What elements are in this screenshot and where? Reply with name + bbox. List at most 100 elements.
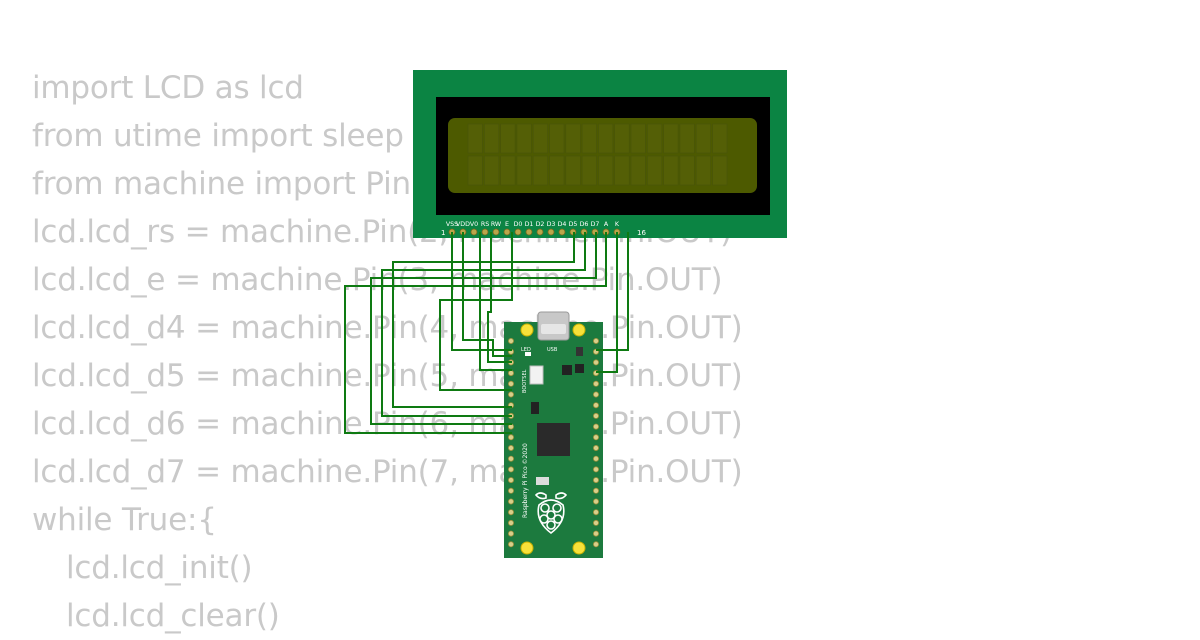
pico-pin <box>593 412 600 419</box>
lcd-char-cell <box>598 155 614 186</box>
pico-pin <box>593 337 600 344</box>
lcd-pin-label: E <box>505 221 509 228</box>
lcd-char-cell <box>549 155 565 186</box>
lcd-char-cell <box>630 123 646 154</box>
lcd-char-cell <box>500 123 516 154</box>
wire-d6[interactable] <box>370 232 597 425</box>
led <box>525 352 531 356</box>
wire-e[interactable] <box>439 232 513 391</box>
pico-pin <box>593 444 600 451</box>
wire-d7[interactable] <box>344 232 607 434</box>
code-line: while True:{ <box>32 502 217 538</box>
pico-pin <box>507 455 514 462</box>
lcd-char-cell <box>663 155 679 186</box>
pico-pin <box>507 337 514 344</box>
bootsel-button[interactable] <box>529 365 544 385</box>
lcd-pin-label: D2 <box>536 221 545 228</box>
lcd-pin-label: K <box>615 221 620 228</box>
usb-port <box>541 324 566 334</box>
pico-pin <box>507 509 514 516</box>
lcd-pin-label: V0 <box>470 221 478 228</box>
chip-small <box>576 347 583 356</box>
pico-pin <box>507 380 514 387</box>
lcd-pin-label: VSS <box>446 221 458 228</box>
lcd-char-cell <box>581 155 597 186</box>
flash-chip <box>531 402 539 414</box>
lcd-char-cell <box>467 123 483 154</box>
lcd-char-cell <box>679 123 695 154</box>
pico-pin <box>593 380 600 387</box>
lcd-pin <box>558 228 566 236</box>
pico-pin <box>593 541 600 548</box>
code-line: lcd.lcd_d4 = machine.Pin(4, machine.Pin.… <box>32 310 743 346</box>
lcd-char-cell <box>712 123 728 154</box>
pico-pin-headers <box>507 337 600 548</box>
lcd-char-cell <box>598 123 614 154</box>
pico-pin <box>507 519 514 526</box>
lcd-char-cell <box>532 155 549 186</box>
lcd-char-cell <box>516 123 532 154</box>
lcd-pin <box>547 228 555 236</box>
lcd-pin-label: D6 <box>580 221 589 228</box>
code-listing: import LCD as lcd from utime import slee… <box>32 64 743 640</box>
lcd-char-cell <box>516 155 532 186</box>
mounting-hole <box>520 323 534 337</box>
wire-vss[interactable] <box>451 232 512 351</box>
pico-pin <box>507 434 514 441</box>
lcd-pin <box>492 228 500 236</box>
lcd-char-cell <box>500 155 516 186</box>
pico-pin <box>507 391 514 398</box>
lcd-pin-label: RW <box>491 221 502 228</box>
pico-pin <box>593 359 600 366</box>
led-label: LED <box>521 347 531 353</box>
chip-small <box>562 365 572 375</box>
lcd-char-cell <box>679 155 695 186</box>
wire-k[interactable] <box>596 232 629 351</box>
lcd-pin <box>536 228 544 236</box>
lcd-char-cell <box>565 155 581 186</box>
lcd-char-cell <box>695 155 712 186</box>
lcd-char-cell <box>614 155 630 186</box>
code-line: from machine import Pin <box>32 166 411 202</box>
pico-pin <box>593 509 600 516</box>
pico-board[interactable]: USB LED BOOTSEL Raspberry Pi Pico ©2020 <box>504 311 603 558</box>
wire-d4[interactable] <box>392 232 575 408</box>
lcd-char-cell <box>663 123 679 154</box>
crystal <box>536 477 549 485</box>
code-line: import LCD as lcd <box>32 70 304 106</box>
pico-pin <box>507 477 514 484</box>
lcd-pin-last: 16 <box>637 229 646 237</box>
lcd-char-cell <box>646 155 663 186</box>
lcd-pin-label: D5 <box>569 221 578 228</box>
lcd-pin-label: RS <box>481 221 489 228</box>
lcd-pin-label: D1 <box>525 221 534 228</box>
wire-vdd[interactable] <box>462 232 512 357</box>
pico-pin <box>507 498 514 505</box>
lcd-pin <box>470 228 478 236</box>
lcd-char-cell <box>630 155 646 186</box>
wire-a[interactable] <box>596 232 618 373</box>
pico-pin <box>593 434 600 441</box>
usb-label: USB <box>547 347 558 353</box>
lcd-pin-first: 1 <box>441 229 445 237</box>
lcd-pin <box>503 228 511 236</box>
lcd-pin <box>514 228 522 236</box>
pico-pin <box>507 466 514 473</box>
lcd-pin-label: D4 <box>558 221 567 228</box>
lcd-char-cell <box>581 123 597 154</box>
lcd-pin-label: D0 <box>514 221 523 228</box>
pico-pin <box>507 370 514 377</box>
bootsel-label: BOOTSEL <box>522 369 528 393</box>
lcd-char-cell <box>483 123 500 154</box>
lcd-char-cell <box>695 123 712 154</box>
pico-pin <box>593 477 600 484</box>
chip-small <box>575 364 584 373</box>
lcd-pin-label: D3 <box>547 221 556 228</box>
lcd-character-cells <box>467 123 728 186</box>
pico-pin <box>593 423 600 430</box>
wire-d5[interactable] <box>381 232 586 417</box>
wire-rw[interactable] <box>487 232 512 363</box>
pico-pin <box>507 530 514 537</box>
